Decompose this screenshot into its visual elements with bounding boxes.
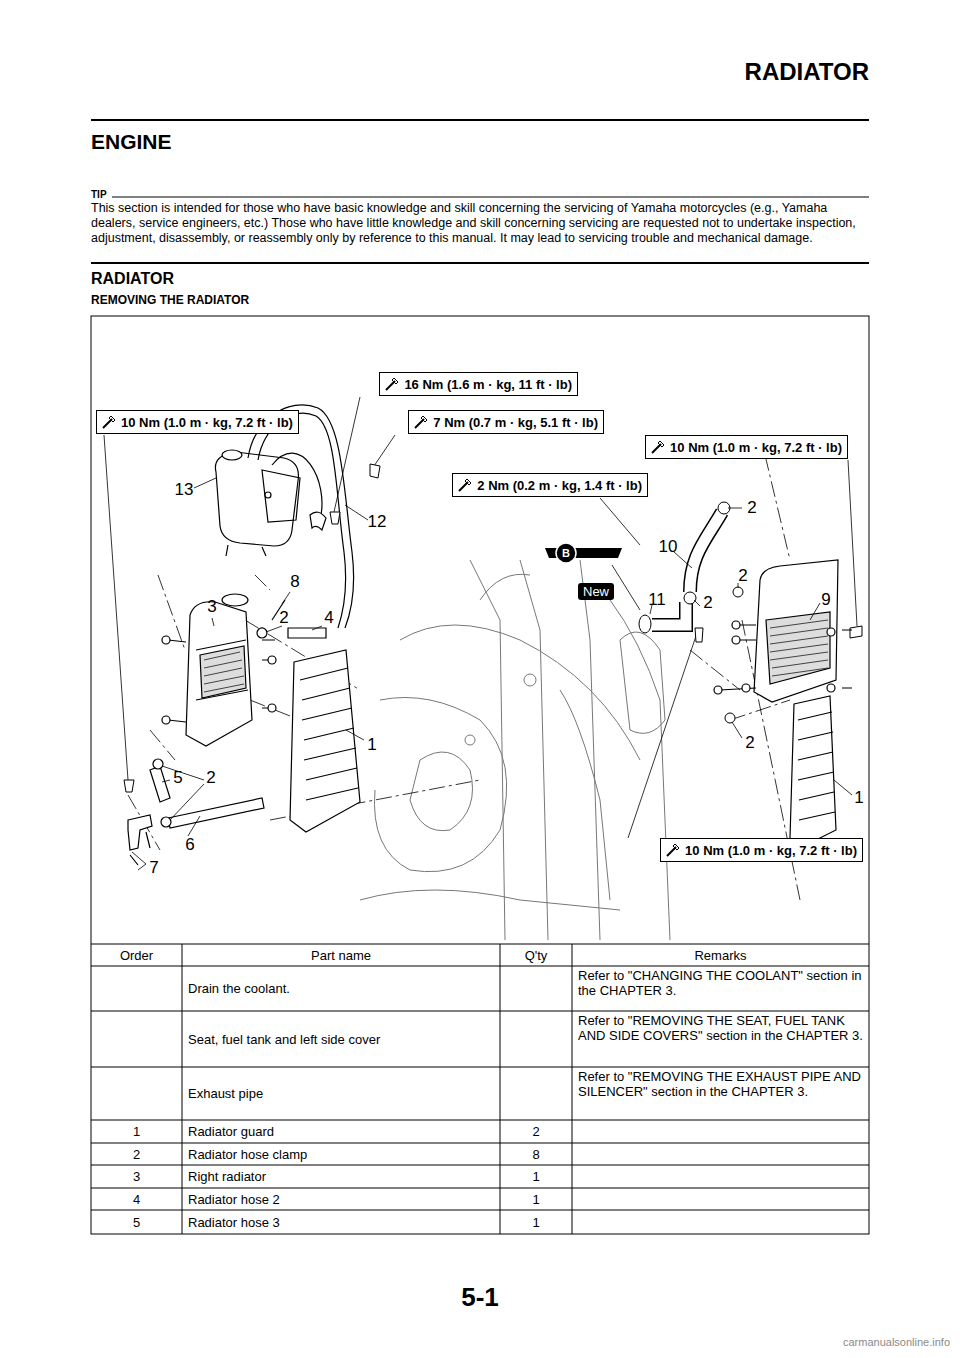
torque-icon: [413, 414, 429, 430]
table-header: Q'ty: [500, 944, 572, 966]
subsection-heading: REMOVING THE RADIATOR: [91, 293, 491, 307]
table-header: Order: [91, 944, 182, 966]
tip-text: This section is intended for those who h…: [91, 201, 869, 246]
callout-number: 4: [315, 608, 343, 628]
section-heading: RADIATOR: [91, 270, 491, 288]
table-cell: 1: [500, 1210, 572, 1234]
callout-number: 2: [270, 608, 298, 628]
torque-value: 10 Nm (1.0 m · kg, 7.2 ft · lb): [685, 843, 857, 858]
table-cell: Radiator guard: [182, 1120, 500, 1143]
callout-number: 11: [643, 590, 671, 610]
torque-icon: [101, 414, 117, 430]
callout-number: 1: [358, 735, 386, 755]
tip-end-rule: [91, 262, 869, 264]
table-cell: Refer to "REMOVING THE EXHAUST PIPE AND …: [572, 1067, 869, 1120]
page-number: 5-1: [380, 1282, 580, 1313]
torque-value: 2 Nm (0.2 m · kg, 1.4 ft · lb): [477, 478, 642, 493]
torque-icon: [665, 842, 681, 858]
callout-number: 5: [164, 768, 192, 788]
table-cell: Refer to "REMOVING THE SEAT, FUEL TANK A…: [572, 1011, 869, 1067]
table-cell: 4: [91, 1188, 182, 1210]
frame-sketch: [360, 560, 670, 940]
torque-value: 16 Nm (1.6 m · kg, 11 ft · lb): [404, 377, 572, 392]
lubricant-symbol: [545, 543, 640, 610]
torque-spec-box: 10 Nm (1.0 m · kg, 7.2 ft · lb): [660, 838, 863, 862]
callout-number: 2: [738, 498, 766, 518]
callout-number: 8: [281, 572, 309, 592]
torque-icon: [650, 439, 666, 455]
table-cell: Seat, fuel tank and left side cover: [182, 1011, 500, 1067]
table-cell: Exhaust pipe: [182, 1067, 500, 1120]
table-cell: 8: [500, 1143, 572, 1165]
table-cell: 1: [500, 1188, 572, 1210]
callout-number: 2: [736, 733, 764, 753]
table-grid: [91, 944, 869, 1234]
torque-value: 7 Nm (0.7 m · kg, 5.1 ft · lb): [433, 415, 598, 430]
reservoir-tank: [215, 450, 300, 556]
page-title: RADIATOR: [469, 58, 869, 86]
callout-number: 13: [170, 480, 198, 500]
bolts: [124, 464, 862, 792]
breather-hoses: [248, 405, 354, 628]
torque-spec-box: 7 Nm (0.7 m · kg, 5.1 ft · lb): [408, 410, 604, 434]
table-cell: 5: [91, 1210, 182, 1234]
right-guard: [790, 696, 836, 848]
table-cell: 2: [500, 1120, 572, 1143]
table-cell: 2: [91, 1143, 182, 1165]
table-cell: Drain the coolant.: [182, 966, 500, 1011]
callout-number: 2: [197, 768, 225, 788]
table-cell: 1: [91, 1120, 182, 1143]
callout-number: 10: [654, 537, 682, 557]
symbol-letter: B: [556, 546, 576, 560]
header-rule: [91, 119, 869, 121]
torque-spec-box: 2 Nm (0.2 m · kg, 1.4 ft · lb): [452, 473, 648, 497]
torque-spec-box: 10 Nm (1.0 m · kg, 7.2 ft · lb): [645, 435, 848, 459]
table-header: Part name: [182, 944, 500, 966]
callout-number: 1: [845, 788, 873, 808]
new-part-badge: New: [578, 583, 614, 600]
table-cell: Radiator hose 2: [182, 1188, 500, 1210]
callout-number: 12: [363, 512, 391, 532]
table-header: Remarks: [572, 944, 869, 966]
torque-value: 10 Nm (1.0 m · kg, 7.2 ft · lb): [670, 440, 842, 455]
callout-number: 9: [812, 590, 840, 610]
section-heading: ENGINE: [91, 130, 491, 154]
callout-number: 3: [198, 597, 226, 617]
tip-label: TIP: [91, 189, 121, 200]
table-cell: Radiator hose 3: [182, 1210, 500, 1234]
callout-number: 6: [176, 835, 204, 855]
torque-icon: [457, 477, 473, 493]
badge-text: New: [583, 584, 609, 599]
watermark: carmanualsonline.info: [700, 1336, 950, 1348]
table-cell: 3: [91, 1165, 182, 1188]
callout-leaders: [132, 478, 852, 870]
left-guard: [290, 650, 360, 832]
right-radiator: [714, 560, 852, 702]
table-cell: Right radiator: [182, 1165, 500, 1188]
callout-number: 7: [140, 858, 168, 878]
torque-spec-box: 16 Nm (1.6 m · kg, 11 ft · lb): [379, 372, 578, 396]
table-cell: Radiator hose clamp: [182, 1143, 500, 1165]
figure-frame: [91, 316, 869, 1234]
torque-leaders: [104, 397, 857, 838]
torque-icon: [384, 376, 400, 392]
table-cell: 1: [500, 1165, 572, 1188]
table-cell: Refer to "CHANGING THE COOLANT" section …: [572, 966, 869, 1011]
callout-number: 2: [694, 593, 722, 613]
left-radiator: [162, 594, 276, 746]
torque-spec-box: 10 Nm (1.0 m · kg, 7.2 ft · lb): [96, 410, 299, 434]
callout-number: 2: [729, 566, 757, 586]
torque-value: 10 Nm (1.0 m · kg, 7.2 ft · lb): [121, 415, 293, 430]
tip-rule: [112, 197, 869, 198]
